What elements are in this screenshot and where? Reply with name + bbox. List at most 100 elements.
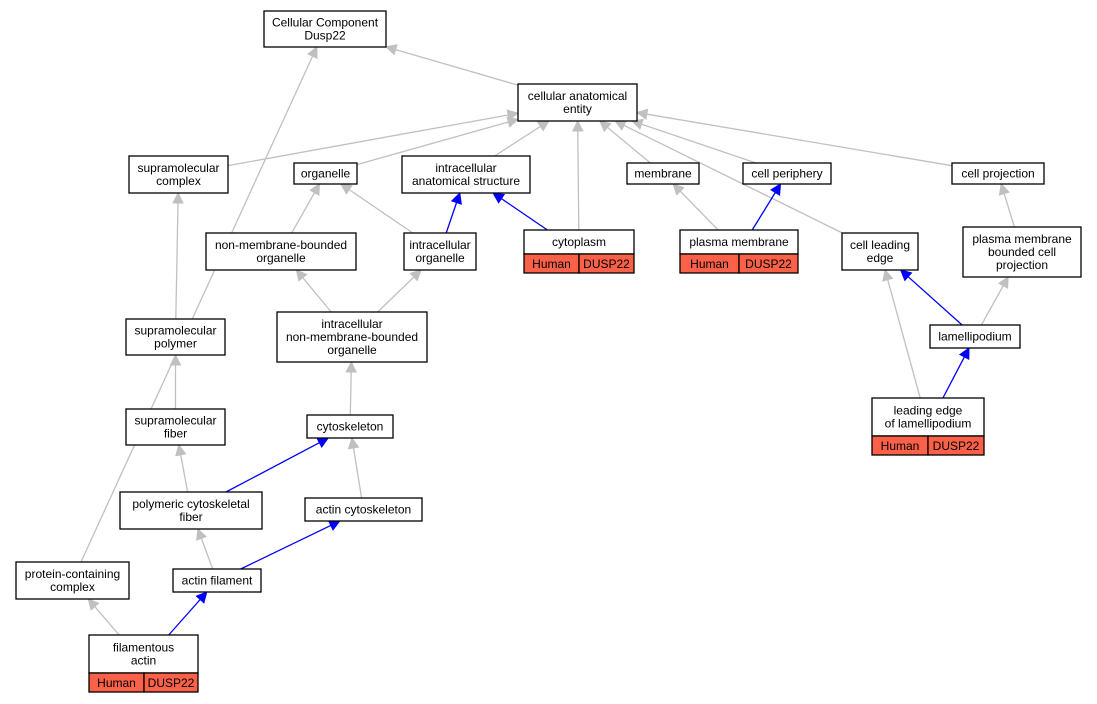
node-box [119, 491, 263, 530]
edge-line [352, 447, 363, 499]
edge-part-of-filamentous_actin-to-actin_filament [168, 591, 208, 636]
edge-line [646, 113, 953, 167]
edge-is-a-cae-to-root [384, 44, 519, 86]
edge-line [679, 190, 719, 231]
node-label-line: supramolecular [134, 324, 216, 338]
edge-arrowhead-icon [409, 269, 422, 282]
go-term-membrane[interactable]: membrane [626, 162, 700, 185]
edge-arrowhead-icon [172, 191, 184, 204]
go-term-actin-filament[interactable]: actin filament [172, 568, 262, 593]
edge-line [445, 202, 458, 234]
node-label-line: intracellular [435, 161, 496, 175]
edge-line [175, 202, 179, 320]
edge-arrowhead-icon [307, 45, 318, 59]
node-label-line: edge [867, 251, 894, 265]
edge-is-a-plasma_membrane-to-membrane [672, 183, 719, 231]
edge-line [942, 356, 965, 399]
edge-line [356, 121, 509, 166]
node-label-line: cell periphery [751, 167, 822, 181]
edge-line [200, 538, 214, 570]
node-label-line: entity [563, 102, 592, 116]
edge-arrowhead-icon [635, 108, 649, 120]
edge-line [168, 599, 201, 636]
edge-arrowhead-icon [339, 183, 353, 195]
node-box [293, 162, 358, 185]
go-term-lamellipodium[interactable]: lamellipodium [929, 324, 1021, 349]
node-label-line: polymeric cytoskeletal [132, 497, 249, 511]
edge-is-a-intra_anat-to-cae [494, 120, 550, 157]
edge-line [395, 48, 519, 86]
node-label-line: plasma membrane [972, 232, 1072, 246]
node-label-line: protein-containing [25, 567, 120, 581]
edge-line [577, 130, 580, 231]
edge-is-a-intra_org-to-organelle [339, 183, 414, 234]
edge-arrowhead-icon [175, 443, 187, 457]
edge-is-a-protein_complex-to-root [80, 45, 318, 563]
go-term-organelle[interactable]: organelle [293, 162, 358, 185]
edge-line [377, 276, 415, 313]
edge-is-a-nmbo-to-organelle [291, 183, 321, 234]
node-label-line: organelle [301, 167, 351, 181]
go-term-actin-cyto[interactable]: actin cytoskeleton [304, 497, 423, 522]
annotation-species: Human [690, 257, 729, 271]
node-label-line: projection [996, 258, 1048, 272]
annotation-species: Human [881, 439, 920, 453]
edge-arrowhead-icon [672, 183, 685, 196]
node-label-line: lamellipodium [938, 330, 1011, 344]
annotation-gene: DUSP22 [583, 257, 630, 271]
edge-is-a-inmbo-to-nmbo [295, 269, 332, 313]
node-label-line: cytoskeleton [317, 420, 384, 434]
node-label-line: non-membrane-bounded [215, 238, 347, 252]
edge-is-a-supra_polymer-to-supra_complex [172, 191, 184, 320]
node-box [517, 83, 638, 122]
edge-is-a-supra_fiber-to-supra_polymer [169, 353, 182, 409]
edge-arrowhead-icon [450, 191, 462, 205]
edge-line [80, 55, 314, 563]
annotation-gene: DUSP22 [148, 676, 195, 690]
edge-line [641, 123, 757, 164]
node-label-line: leading edge [894, 404, 963, 418]
node-box [263, 10, 387, 48]
go-term-cell-projection[interactable]: cell projection [951, 162, 1045, 185]
node-label-line: complex [156, 174, 201, 188]
node-box [88, 634, 199, 674]
go-term-cytoskeleton[interactable]: cytoskeleton [306, 414, 394, 439]
node-box [962, 226, 1082, 278]
edge-arrowhead-icon [614, 120, 628, 131]
go-term-cell-periphery[interactable]: cell periphery [742, 162, 832, 185]
node-label-line: actin cytoskeleton [316, 503, 411, 517]
edge-part-of-leading_edge_lam-to-lamellipodium [942, 347, 970, 399]
edge-line [623, 124, 843, 234]
edge-is-a-cell_periphery-to-cae [631, 118, 757, 164]
node-box [304, 497, 423, 522]
node-label-line: fiber [179, 510, 202, 524]
annotation-species: Human [97, 676, 136, 690]
edge-part-of-plasma_membrane-to-cell_periphery [751, 183, 782, 231]
node-label-line: cell leading [850, 238, 910, 252]
node-box [951, 162, 1045, 185]
edge-line [94, 606, 120, 636]
go-term-inmbo[interactable]: intracellularnon-membrane-boundedorganel… [276, 311, 428, 363]
node-box [841, 232, 919, 271]
node-label-line: actin filament [182, 574, 253, 588]
node-label-line: plasma membrane [689, 235, 789, 249]
edge-arrowhead-icon [536, 120, 550, 132]
edge-line [302, 277, 332, 313]
edge-line [751, 192, 776, 231]
